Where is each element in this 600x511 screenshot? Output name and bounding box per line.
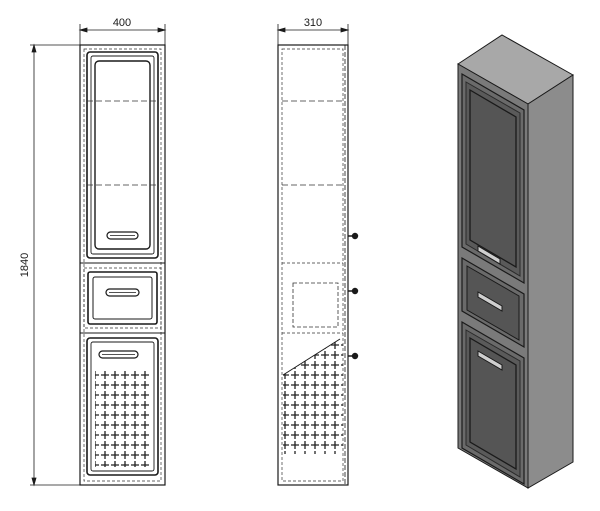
side-knob-3 xyxy=(348,352,359,360)
width-dimension xyxy=(78,24,167,45)
basket-door-handle xyxy=(98,350,139,359)
side-view: 310 xyxy=(276,17,359,486)
drawer-handle xyxy=(105,288,140,297)
side-inner-dashed xyxy=(281,48,344,482)
iso-side xyxy=(527,74,574,489)
iso-door-top xyxy=(461,72,525,285)
width-label: 400 xyxy=(113,17,131,29)
iso-door-top-handle xyxy=(477,245,501,265)
side-knob-2 xyxy=(348,287,359,295)
front-frame xyxy=(79,44,166,486)
isometric-view xyxy=(457,34,574,489)
depth-label: 310 xyxy=(304,17,322,29)
iso-drawer xyxy=(461,256,525,349)
front-basket-door xyxy=(86,337,159,476)
height-dimension xyxy=(30,43,80,487)
front-door-top xyxy=(86,51,159,259)
side-knob-1 xyxy=(348,232,359,240)
side-frame xyxy=(277,44,349,486)
front-inner-dashed xyxy=(83,48,162,482)
height-label: 1840 xyxy=(19,253,31,277)
front-drawer xyxy=(83,267,162,329)
depth-dimension xyxy=(276,24,350,45)
iso-door-bottom-handle xyxy=(477,350,503,371)
iso-door-bottom xyxy=(461,320,525,486)
side-drawer-box xyxy=(292,282,339,328)
iso-drawer-handle xyxy=(477,291,503,312)
door-top-handle xyxy=(106,231,139,240)
side-basket xyxy=(282,338,343,454)
front-view: 400 1840 xyxy=(19,17,167,487)
